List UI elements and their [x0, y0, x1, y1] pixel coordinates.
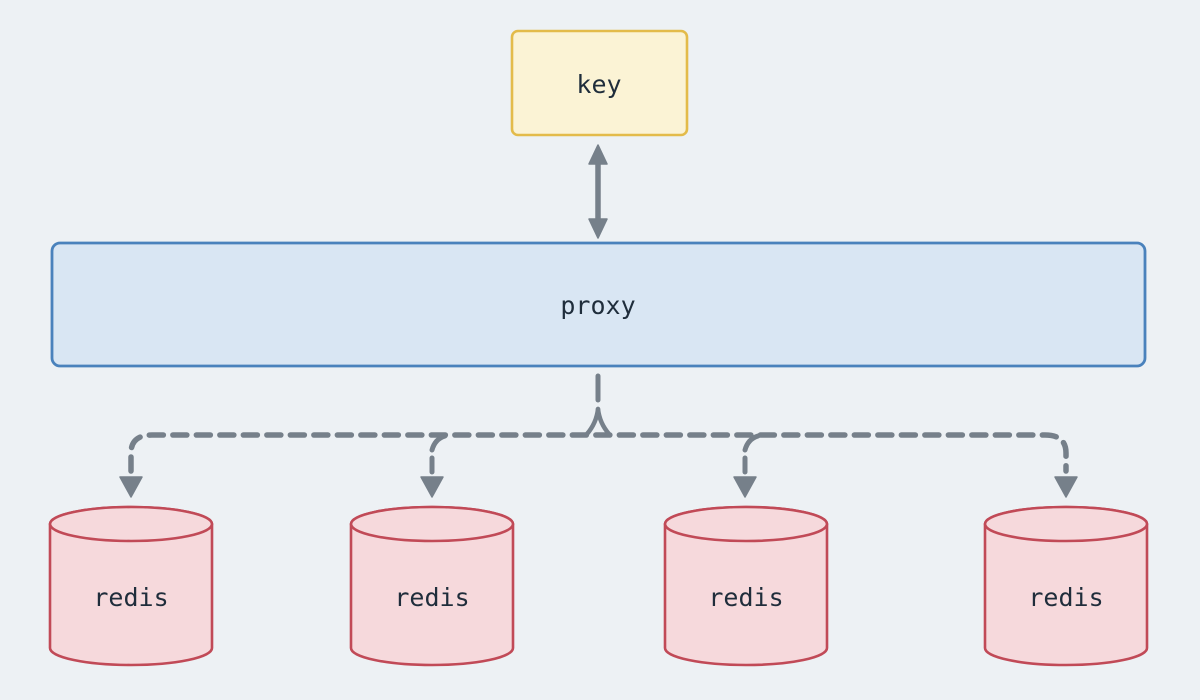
key-label: key	[576, 70, 621, 99]
up-arrowhead-icon	[588, 144, 608, 165]
redis-label: redis	[394, 583, 469, 612]
down-arrowhead-icon	[119, 476, 143, 498]
cylinder-top	[663, 505, 829, 543]
proxy-node: proxy	[50, 241, 1147, 368]
redis-label: redis	[93, 583, 168, 612]
cylinder-top	[48, 505, 214, 543]
cylinder-top	[983, 505, 1149, 543]
proxy-fanout-connector	[119, 373, 1078, 498]
down-arrowhead-icon	[1054, 476, 1078, 498]
down-arrowhead-icon	[733, 476, 757, 498]
cylinder-top	[349, 505, 515, 543]
down-arrowhead-icon	[420, 476, 444, 498]
proxy-label: proxy	[560, 291, 635, 320]
proxy-box	[50, 241, 1147, 368]
fanout-split-right	[595, 406, 612, 437]
redis-node-2: redis	[349, 505, 515, 667]
fanout-rail	[128, 432, 1069, 474]
down-arrowhead-icon	[588, 218, 608, 239]
key-proxy-bidirectional-arrow	[588, 144, 608, 239]
redis-node-4: redis	[983, 505, 1149, 667]
branch3-curl	[742, 433, 761, 453]
redis-label: redis	[1028, 583, 1103, 612]
branch2-curl	[429, 433, 448, 453]
redis-node-3: redis	[663, 505, 829, 667]
key-box	[510, 29, 689, 137]
redis-node-1: redis	[48, 505, 214, 667]
redis-label: redis	[708, 583, 783, 612]
key-node: key	[510, 29, 689, 137]
